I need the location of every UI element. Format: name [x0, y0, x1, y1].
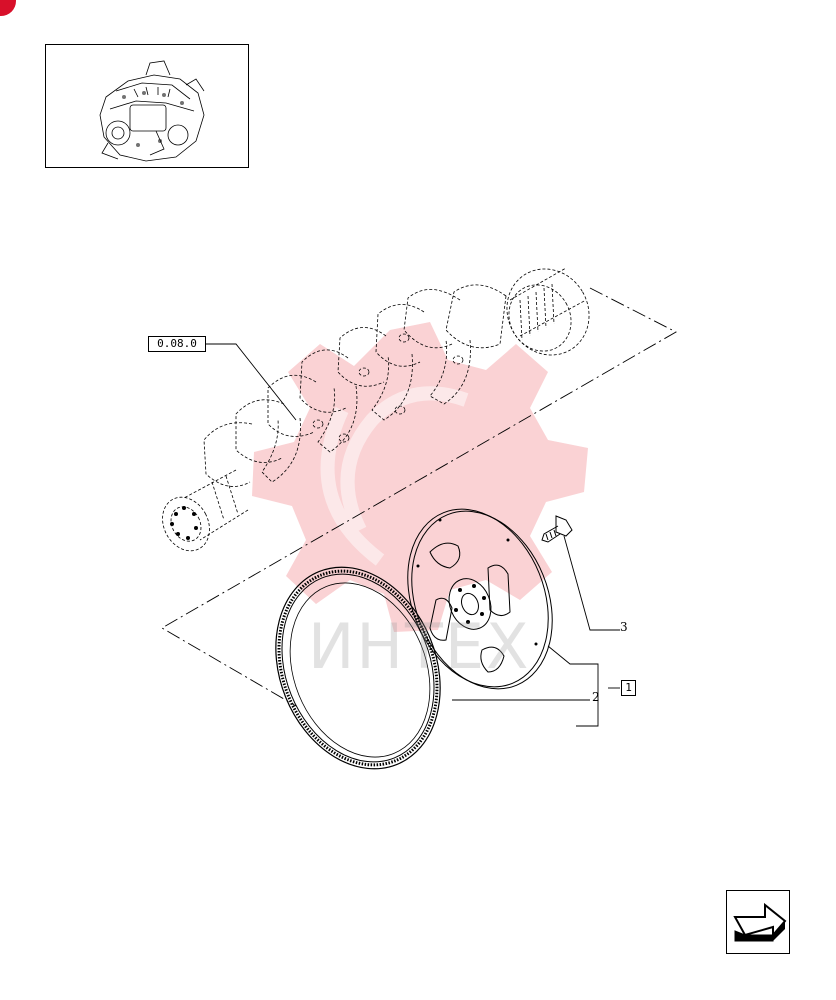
- callout-bolt: 3: [620, 620, 628, 634]
- watermark-text: ИНТЕХ: [308, 610, 531, 683]
- next-page-button[interactable]: [726, 890, 790, 954]
- watermark-logo: [252, 322, 588, 632]
- ring-gear: [275, 566, 441, 770]
- callout-assembly-box: 1: [621, 680, 636, 696]
- section-reference-box[interactable]: 0.08.0: [148, 336, 206, 352]
- callout-ring-gear: 2: [592, 690, 600, 704]
- section-reference-label: 0.08.0: [157, 337, 197, 350]
- crankshaft-snout-holes: [170, 506, 198, 540]
- bolt: [541, 515, 573, 543]
- callout-assembly: 1: [625, 681, 632, 694]
- crankshaft: [162, 267, 590, 552]
- flex-plate: [407, 508, 553, 690]
- engine-thumbnail-icon: [99, 60, 205, 162]
- next-page-arrow-icon: [733, 902, 787, 942]
- assembly-outline: [161, 287, 677, 707]
- engine-thumbnail: [45, 44, 249, 168]
- leader-lines: [206, 343, 620, 727]
- flex-plate-holes: [416, 518, 538, 646]
